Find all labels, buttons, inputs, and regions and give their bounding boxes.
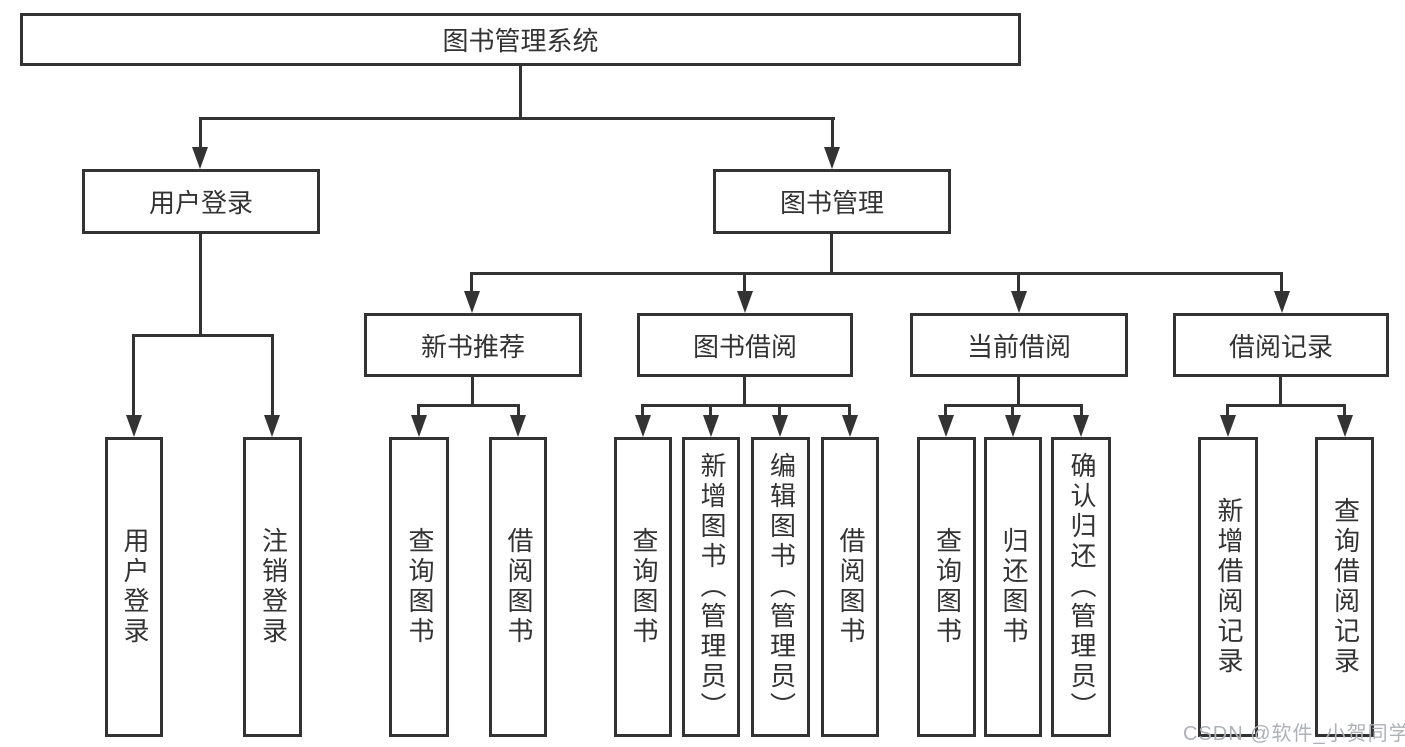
leaf-query-books-3-label: 查询图书: [932, 527, 963, 647]
connector-line: [1226, 404, 1229, 415]
arrow-down-icon: [1005, 415, 1021, 437]
arrow-down-icon: [1220, 415, 1236, 437]
leaf-logout: 注销登录: [243, 437, 302, 737]
connector-line: [1226, 404, 1346, 407]
connector-line: [132, 334, 135, 415]
arrow-down-icon: [411, 415, 427, 437]
connector-line: [831, 117, 834, 147]
leaf-query-books-1: 查询图书: [389, 437, 449, 737]
connector-line: [743, 272, 746, 291]
node-new-book-recommendation: 新书推荐: [364, 313, 582, 377]
connector-line: [944, 404, 947, 415]
connector-line: [417, 404, 520, 407]
node-borrowing-records: 借阅记录: [1173, 313, 1389, 377]
connector-line: [641, 404, 644, 415]
leaf-confirm-return-admin-label: 确认归还（管理员）: [1066, 452, 1097, 722]
leaf-confirm-return-admin: 确认归还（管理员）: [1051, 437, 1111, 737]
leaf-query-borrow-record: 查询借阅记录: [1315, 437, 1374, 737]
leaf-edit-books-admin: 编辑图书（管理员）: [751, 437, 810, 737]
arrow-down-icon: [1073, 415, 1089, 437]
leaf-add-books-admin-label: 新增图书（管理员）: [696, 452, 727, 722]
connector-line: [1017, 377, 1020, 407]
node-user-login: 用户登录: [82, 169, 320, 234]
node-new-book-recommendation-label: 新书推荐: [420, 331, 525, 362]
arrow-down-icon: [772, 415, 788, 437]
leaf-add-borrow-record-label: 新增借阅记录: [1213, 497, 1244, 677]
connector-line: [1280, 272, 1283, 291]
connector-line: [271, 334, 274, 415]
node-root: 图书管理系统: [20, 13, 1021, 66]
leaf-add-books-admin: 新增图书（管理员）: [682, 437, 740, 737]
connector-line: [743, 377, 746, 407]
leaf-user-login-label: 用户登录: [119, 527, 150, 647]
leaf-add-borrow-record: 新增借阅记录: [1198, 437, 1258, 737]
arrow-down-icon: [464, 291, 480, 313]
arrow-down-icon: [1274, 291, 1290, 313]
connector-line: [1080, 404, 1083, 415]
leaf-borrow-books-1-label: 借阅图书: [503, 527, 534, 647]
arrow-down-icon: [1337, 415, 1353, 437]
connector-line: [1343, 404, 1346, 415]
arrow-down-icon: [126, 415, 142, 437]
leaf-borrow-books-2-label: 借阅图书: [835, 527, 866, 647]
node-book-management: 图书管理: [713, 169, 951, 234]
leaf-query-borrow-record-label: 查询借阅记录: [1330, 497, 1361, 677]
node-user-login-label: 用户登录: [148, 188, 253, 218]
connector-line: [848, 404, 851, 415]
connector-line: [517, 404, 520, 415]
arrow-down-icon: [703, 415, 719, 437]
connector-line: [830, 234, 833, 275]
arrow-down-icon: [192, 147, 208, 169]
connector-line: [519, 66, 522, 118]
node-root-label: 图书管理系统: [442, 26, 599, 56]
node-book-management-label: 图书管理: [779, 188, 884, 218]
leaf-query-books-2-label: 查询图书: [628, 527, 659, 647]
leaf-borrow-books-2: 借阅图书: [821, 437, 879, 737]
leaf-user-login: 用户登录: [105, 437, 163, 737]
leaf-return-books-label: 归还图书: [998, 527, 1029, 647]
leaf-query-books-1-label: 查询图书: [404, 527, 435, 647]
connector-line: [199, 117, 835, 120]
connector-line: [1011, 404, 1014, 415]
node-current-borrowing-label: 当前借阅: [966, 331, 1071, 362]
arrow-down-icon: [1011, 291, 1027, 313]
leaf-logout-label: 注销登录: [258, 527, 289, 647]
arrow-down-icon: [737, 291, 753, 313]
connector-line: [471, 377, 474, 407]
arrow-down-icon: [264, 415, 280, 437]
node-current-borrowing: 当前借阅: [910, 313, 1128, 377]
leaf-query-books-3: 查询图书: [917, 437, 976, 737]
connector-line: [470, 272, 1283, 275]
connector-line: [470, 272, 473, 291]
arrow-down-icon: [510, 415, 526, 437]
connector-line: [1279, 377, 1282, 407]
connector-line: [417, 404, 420, 415]
leaf-return-books: 归还图书: [984, 437, 1042, 737]
arrow-down-icon: [842, 415, 858, 437]
csdn-watermark: CSDN @软件_小贺同学: [1183, 723, 1405, 745]
leaf-query-books-2: 查询图书: [614, 437, 672, 737]
connector-line: [778, 404, 781, 415]
leaf-borrow-books-1: 借阅图书: [489, 437, 547, 737]
connector-line: [709, 404, 712, 415]
node-book-borrowing: 图书借阅: [637, 313, 853, 377]
arrow-down-icon: [635, 415, 651, 437]
connector-line: [199, 117, 202, 147]
connector-line: [199, 234, 202, 337]
connector-line: [641, 404, 851, 407]
connector-line: [1017, 272, 1020, 291]
arrow-down-icon: [938, 415, 954, 437]
node-borrowing-records-label: 借阅记录: [1228, 331, 1333, 362]
connector-line: [132, 334, 274, 337]
leaf-edit-books-admin-label: 编辑图书（管理员）: [766, 452, 797, 722]
arrow-down-icon: [824, 147, 840, 169]
node-book-borrowing-label: 图书借阅: [692, 331, 797, 362]
